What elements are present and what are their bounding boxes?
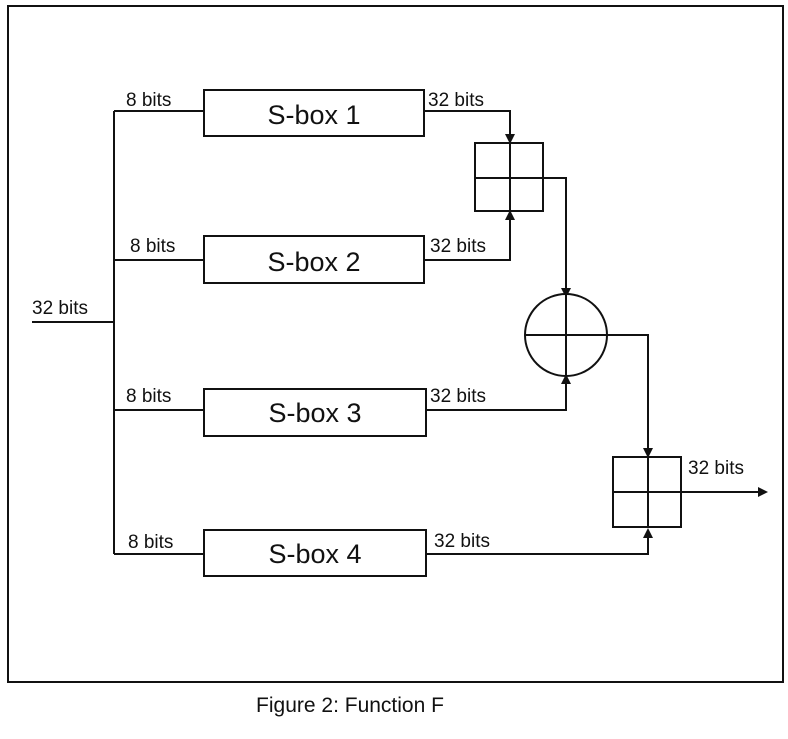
sbox-3-label: S-box 3 [268,398,361,428]
sbox-1-group: 8 bits S-box 1 32 bits [114,89,515,144]
xor-to-adder-2 [607,334,653,458]
sbox-3-in-label: 8 bits [126,386,171,407]
output-label: 32 bits [688,458,744,479]
addition-box-1 [474,142,544,212]
sbox-3-group: 8 bits S-box 3 32 bits [114,374,571,437]
sbox-1 [203,89,425,137]
sbox-3-out-label: 32 bits [430,386,486,407]
sbox-4-group: 8 bits S-box 4 32 bits [114,528,653,577]
xor-circle [524,293,608,377]
input-label: 32 bits [32,298,88,319]
sbox-1-in-label: 8 bits [126,90,171,111]
figure-frame [7,5,784,683]
sbox-2-out-label: 32 bits [430,236,486,257]
sbox-2-label: S-box 2 [267,247,360,277]
sbox-4-label: S-box 4 [268,539,361,569]
sbox-3 [203,388,427,437]
sbox-2-in-label: 8 bits [130,236,175,257]
sbox-1-out-label: 32 bits [428,90,484,111]
sbox-4-out-label: 32 bits [434,531,490,552]
sbox-1-label: S-box 1 [267,100,360,130]
figure-caption: Figure 2: Function F [256,694,444,717]
addition-box-2 [612,456,682,528]
function-f-diagram: 32 bits 8 bits S-box 1 32 bits 8 bits S-… [7,5,784,683]
sbox-2-group: 8 bits S-box 2 32 bits [114,210,515,284]
adder-1-to-xor [543,177,571,298]
sbox-4-in-label: 8 bits [128,532,173,553]
